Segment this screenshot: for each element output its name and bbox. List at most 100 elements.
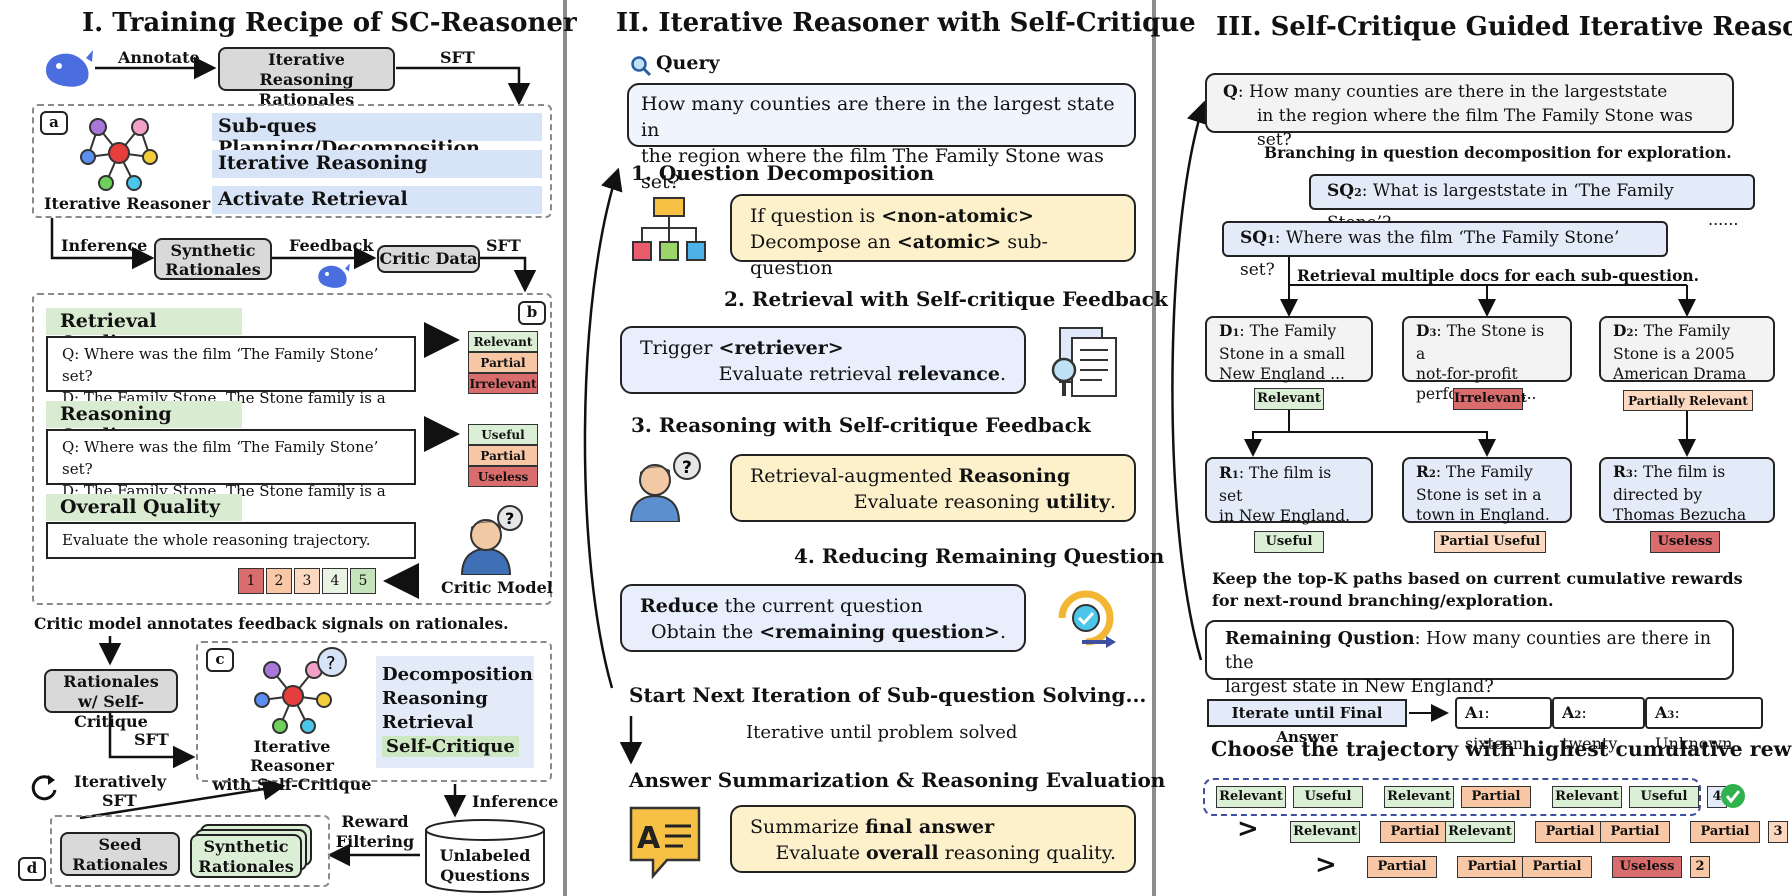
r3-line1: R3: The film is xyxy=(1613,462,1761,485)
s4-a: the current question xyxy=(718,595,923,617)
svg-text:A: A xyxy=(637,821,661,856)
answer-line1: Summarize final answer xyxy=(750,814,1116,840)
sft-label-2: SFT xyxy=(486,236,521,255)
s1-b1: Decompose an xyxy=(750,231,897,253)
query-line2: the region where the film The Family Sto… xyxy=(641,145,1104,193)
rsq-question: Q: Where was the film ‘The Family Stone’… xyxy=(62,438,379,478)
r3-text3: Thomas Bezucha xyxy=(1613,506,1747,524)
trajectory-2-tag-2: Partial xyxy=(1380,821,1450,843)
chat-text-icon: A xyxy=(629,806,701,880)
s5-b-bold: overall xyxy=(866,842,939,864)
keep-topk-line1: Keep the top-K paths based on current cu… xyxy=(1212,569,1743,588)
divider-right xyxy=(1152,0,1156,896)
d2-sub: 2 xyxy=(1626,328,1634,339)
step3-title: 3. Reasoning with Self-critique Feedback xyxy=(631,413,1091,437)
s5-a: Summarize xyxy=(750,816,866,838)
main-question-box: Q: How many counties are there in the la… xyxy=(1205,73,1734,150)
skill-retrieval: Retrieval xyxy=(382,712,474,733)
branching-note: Branching in question decomposition for … xyxy=(1264,143,1732,162)
annotate-label: Annotate xyxy=(118,48,200,67)
seed-rationales-box: Seed Rationales xyxy=(60,832,180,876)
synthetic-line1: Synthetic xyxy=(170,241,256,260)
section-b-label: b xyxy=(518,301,546,325)
r3-sub: 3 xyxy=(1625,469,1633,480)
network-icon xyxy=(80,118,158,191)
r1-sub: 1 xyxy=(1231,470,1239,481)
a3-sub: 3 xyxy=(1667,710,1675,721)
answer-a2-box: A2: twenty xyxy=(1552,697,1645,753)
step2-title: 2. Retrieval with Self-critique Feedback xyxy=(724,287,1168,311)
s2-b2: . xyxy=(999,363,1006,385)
seed-line2: Rationales xyxy=(72,855,168,874)
d1-text1: : The Family xyxy=(1239,322,1337,340)
s5-a-bold: final answer xyxy=(865,816,995,838)
query-box: How many counties are there in the large… xyxy=(627,83,1136,193)
a3-text: : Unknown xyxy=(1655,703,1733,753)
trajectory-1-tag-1: Relevant xyxy=(1216,786,1286,808)
synthetic-rationales-box: Synthetic Rationales xyxy=(154,238,272,280)
s4-a-bold: Reduce xyxy=(640,595,719,617)
answer-a1-box: A1: sixteen xyxy=(1455,697,1552,753)
a1-sub: 1 xyxy=(1477,710,1485,721)
sq2-sub: 2 xyxy=(1354,186,1362,199)
step2-line1: Trigger <retriever> xyxy=(640,335,1006,361)
critic-data-box: Critic Data xyxy=(377,245,480,273)
trajectory-1-tag-2: Useful xyxy=(1293,786,1363,808)
section-d-label: d xyxy=(18,857,46,881)
s2-b-bold: relevance xyxy=(897,363,1000,385)
d3-sub: 3 xyxy=(1429,328,1437,339)
r1-text2: in New England. xyxy=(1219,507,1351,525)
cycle-check-icon xyxy=(1058,590,1116,648)
synthetic-line2: Rationales xyxy=(165,260,261,279)
d3-text2: not-for-profit xyxy=(1416,365,1518,383)
database-cylinder-icon xyxy=(425,819,545,893)
trajectory-2-tag-1: Relevant xyxy=(1290,821,1360,843)
tag-r3-useless: Useless xyxy=(1650,531,1720,553)
tag-relevant: Relevant xyxy=(468,331,538,352)
rq-question: Q: Where was the film ‘The Family Stone’… xyxy=(62,345,379,385)
retrieval-quality-example: Q: Where was the film ‘The Family Stone’… xyxy=(46,336,416,429)
q-line2: in the region where the film The Family … xyxy=(1257,106,1693,150)
d1-sub: 1 xyxy=(1232,328,1240,339)
synthetic-rationales-stack: Synthetic Rationales xyxy=(190,834,302,878)
skill-self-critique: Self-Critique xyxy=(382,736,519,757)
overall-quality-example: Evaluate the whole reasoning trajectory. xyxy=(46,522,416,559)
s1-a-bold: <non-atomic> xyxy=(881,205,1034,227)
unlabeled-line2: Questions xyxy=(440,866,530,885)
tag-useful: Useful xyxy=(468,424,538,445)
svg-text:?: ? xyxy=(326,653,336,674)
s1-b-bold: <atomic> xyxy=(896,231,1002,253)
trajectory-2-tag-4: Partial xyxy=(1535,821,1605,843)
critic-model-label: Critic Model xyxy=(441,578,553,597)
skill-reasoning: Reasoning xyxy=(382,688,488,709)
rationales-line1: Rationales xyxy=(63,672,159,691)
remaining-text1: : How many counties are there in the xyxy=(1225,629,1712,673)
retrieval-multiple-note: Retrieval multiple docs for each sub-que… xyxy=(1297,266,1700,285)
trajectory-2-tag-5: Partial xyxy=(1600,821,1670,843)
step4-title: 4. Reducing Remaining Question xyxy=(794,544,1165,568)
s3-a-bold: Reasoning xyxy=(958,465,1071,487)
trajectory-1-tag-4: Partial xyxy=(1461,786,1531,808)
trajectory-2-score: 3 xyxy=(1768,821,1788,843)
section-a-label: a xyxy=(40,111,68,135)
iterative-reasoner-label: Iterative Reasoner xyxy=(44,194,211,213)
svg-text:?: ? xyxy=(505,509,514,528)
step2-box: Trigger <retriever> Evaluate retrieval r… xyxy=(620,326,1026,394)
s2-b1: Evaluate retrieval xyxy=(718,363,898,385)
step3-box: Retrieval-augmented Reasoning Evaluate r… xyxy=(730,454,1136,522)
greater-than-1: > xyxy=(1237,814,1259,844)
synth-line2: Rationales xyxy=(198,857,294,876)
rationales-self-critique-box: Rationales w/ Self-Critique xyxy=(44,669,178,731)
inference-label: Inference xyxy=(61,236,148,255)
document-search-icon xyxy=(1051,327,1117,397)
panel3-title: III. Self-Critique Guided Iterative Reas… xyxy=(1216,12,1792,42)
sq1-label: SQ xyxy=(1240,228,1268,248)
score-cell-5: 5 xyxy=(350,568,376,594)
trajectory-2-tag-6: Partial xyxy=(1690,821,1760,843)
remaining-question-box: Remaining Qustion: How many counties are… xyxy=(1205,620,1734,697)
answer-a3-box: A3: Unknown xyxy=(1645,697,1763,753)
d1-line1: D1: The Family xyxy=(1219,321,1359,344)
tag-partial: Partial xyxy=(468,352,538,373)
trajectory-1-tag-6: Useful xyxy=(1629,786,1699,808)
sft-label-3: SFT xyxy=(134,730,169,749)
